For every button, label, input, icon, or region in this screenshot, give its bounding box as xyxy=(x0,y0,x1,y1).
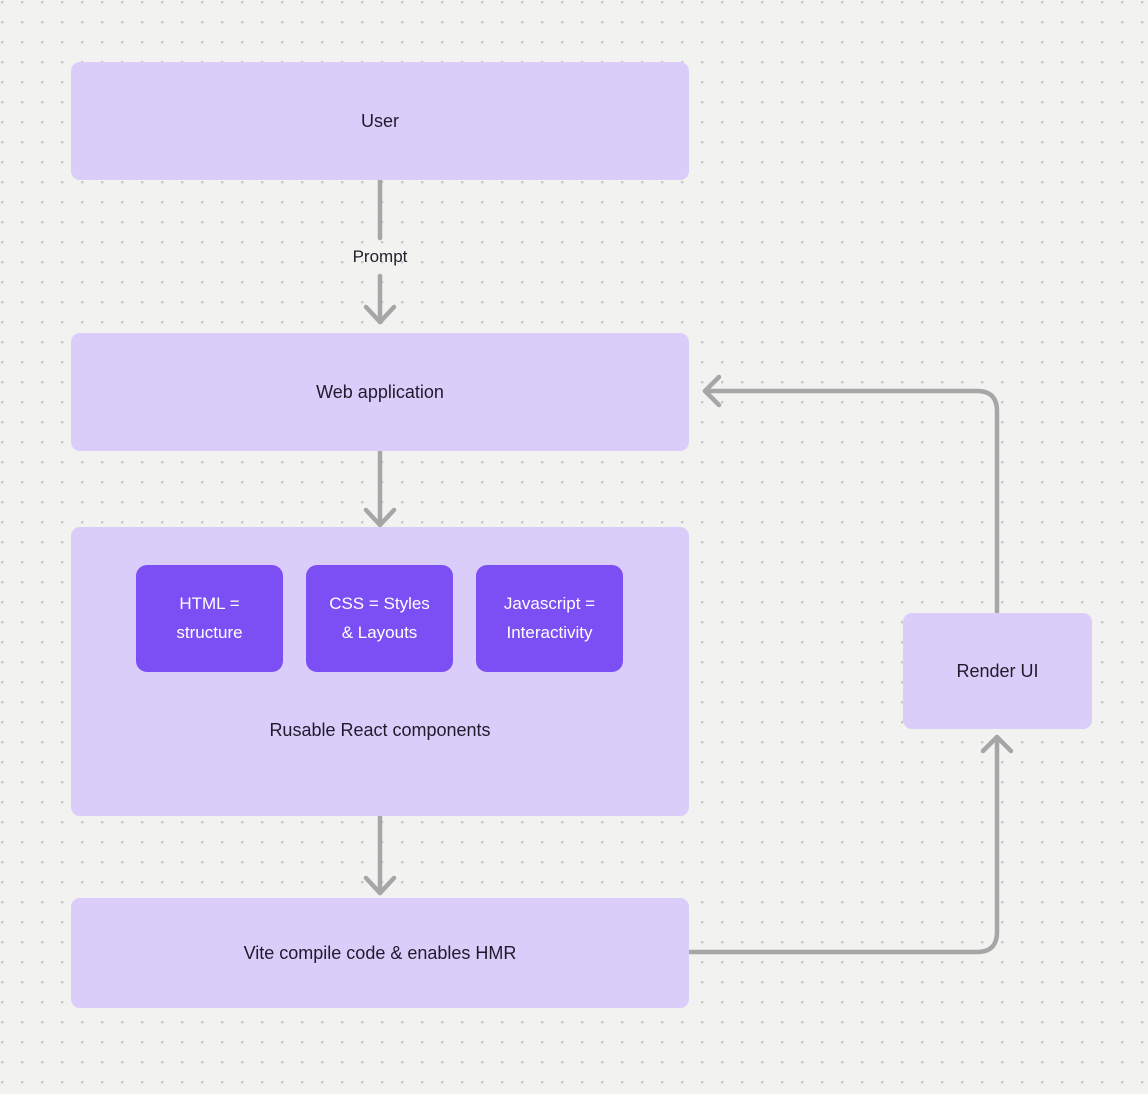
chip-html[interactable]: HTML = structure xyxy=(136,565,283,672)
chip-javascript-line1: Javascript = xyxy=(503,593,596,613)
edge-vite-to-render xyxy=(687,734,1000,955)
chip-javascript-label: Javascript = Interactivity xyxy=(504,590,595,648)
arrowhead-components-to-vite xyxy=(363,875,397,896)
chip-javascript-line2: Interactivity xyxy=(506,622,593,642)
chip-css[interactable]: CSS = Styles & Layouts xyxy=(306,565,453,672)
chip-html-label: HTML = structure xyxy=(176,590,242,648)
edge-label-prompt: Prompt xyxy=(330,243,430,271)
node-render-ui-label: Render UI xyxy=(956,660,1039,681)
arrowhead-vite-to-render xyxy=(980,734,1014,754)
chip-css-line1: CSS = Styles xyxy=(329,593,430,613)
edge-render-to-web xyxy=(702,388,1000,615)
node-vite[interactable]: Vite compile code & enables HMR xyxy=(71,898,689,1008)
chip-html-line2: structure xyxy=(176,622,243,642)
chip-html-line1: HTML = xyxy=(179,593,240,613)
edge-label-prompt-text: Prompt xyxy=(352,247,408,266)
node-components-group-caption: Rusable React components xyxy=(71,715,689,745)
node-render-ui[interactable]: Render UI xyxy=(903,613,1092,729)
chip-css-label: CSS = Styles & Layouts xyxy=(329,590,430,648)
chip-javascript[interactable]: Javascript = Interactivity xyxy=(476,565,623,672)
chip-css-line2: & Layouts xyxy=(341,622,418,642)
node-vite-label: Vite compile code & enables HMR xyxy=(243,942,517,963)
node-user-label: User xyxy=(360,110,399,131)
node-components-group-label: Rusable React components xyxy=(269,719,491,740)
arrowhead-prompt-to-web xyxy=(363,304,397,325)
node-web-application-label: Web application xyxy=(316,381,444,402)
node-web-application[interactable]: Web application xyxy=(71,333,689,451)
arrowhead-render-to-web xyxy=(702,374,722,408)
node-user[interactable]: User xyxy=(71,62,689,180)
arrowhead-web-to-components xyxy=(363,507,397,528)
